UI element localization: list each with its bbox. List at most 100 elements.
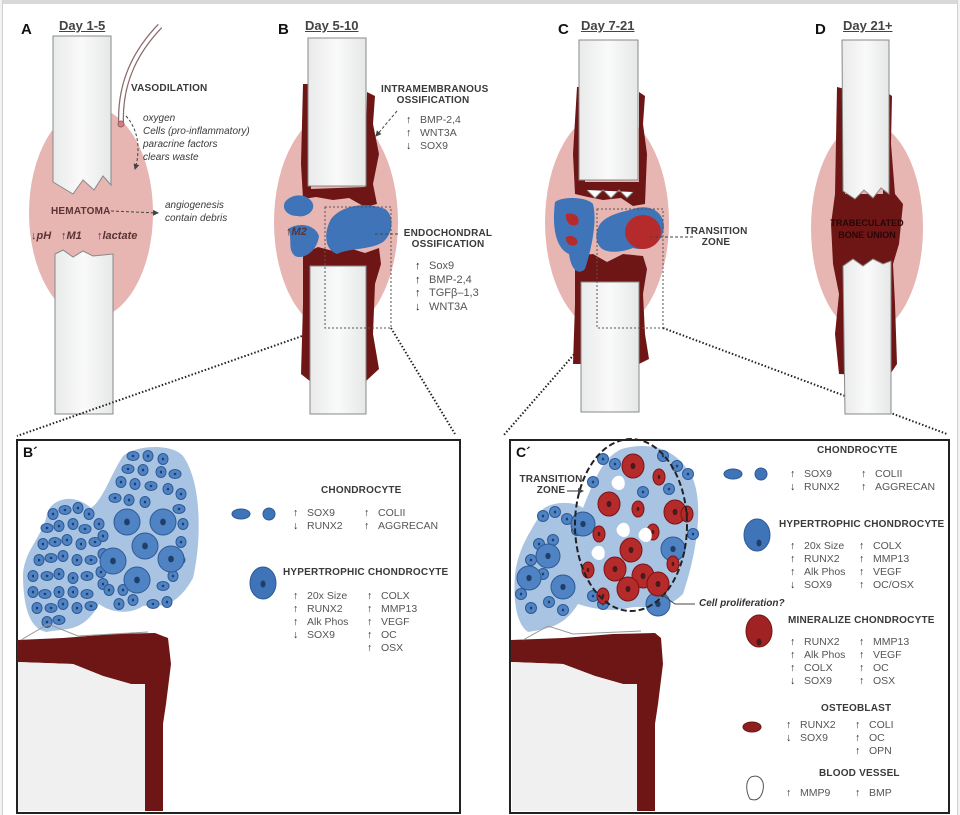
cell-nucleus xyxy=(529,606,533,610)
cell-nucleus xyxy=(146,454,150,458)
cell-nucleus xyxy=(601,593,605,599)
cell-nucleus xyxy=(51,512,55,516)
cartilage-blob-left xyxy=(553,198,595,272)
upper-bone-fragment xyxy=(307,37,367,187)
cell-nucleus xyxy=(541,572,545,576)
cell-nucleus xyxy=(97,522,101,526)
cell-nucleus xyxy=(83,527,87,531)
chondrocyte-markers-right: ↑COLII ↑AGGRECAN xyxy=(861,468,936,493)
cell-nucleus xyxy=(57,618,61,622)
cell-nucleus xyxy=(628,546,634,554)
cell-nucleus xyxy=(31,590,35,594)
trabeculated-union-label: TRABECULATED BONE UNION xyxy=(830,218,904,240)
cell-nucleus xyxy=(519,592,523,596)
hypertrophic-markers-left: ↑20x Size ↑RUNX2 ↑Alk Phos ↓SOX9 xyxy=(790,540,846,591)
cell-nucleus xyxy=(591,480,595,484)
cell-nucleus xyxy=(545,552,551,560)
cell-nucleus xyxy=(117,602,121,606)
woven-bone-section xyxy=(511,633,663,811)
cell-nucleus xyxy=(57,524,61,528)
panel-letter-c-prime: C´ xyxy=(516,444,531,460)
cell-nucleus xyxy=(75,558,79,562)
cell-nucleus xyxy=(651,529,655,535)
cell-nucleus xyxy=(127,498,131,502)
blood-vessel-markers-right: ↑BMP xyxy=(855,787,892,799)
chondrocyte-title: CHONDROCYTE xyxy=(817,445,898,456)
cell-nucleus xyxy=(657,474,661,480)
panel-c-day: Day 7-21 xyxy=(581,18,635,33)
m2-marker: ↑M2 xyxy=(286,226,307,238)
cell-nucleus xyxy=(686,472,690,476)
transition-zone-label: TRANSITION ZONE xyxy=(684,226,748,248)
blood-vessel-space xyxy=(591,545,605,560)
cell-nucleus xyxy=(630,462,636,470)
cartilage-blob-left-lower xyxy=(288,224,319,258)
cell-nucleus xyxy=(75,606,79,610)
cell-nucleus xyxy=(71,522,75,526)
panel-letter-c: C xyxy=(558,21,569,38)
osteoblast-markers-right: ↑COLI ↑OC ↑OPN xyxy=(855,719,894,757)
cell-nucleus xyxy=(553,510,557,514)
cell-nucleus xyxy=(85,592,89,596)
cell-nucleus xyxy=(586,567,590,573)
down-arrow-icon: ↓ xyxy=(31,230,37,242)
vessel-effect: clears waste xyxy=(143,152,199,163)
cell-nucleus xyxy=(161,457,165,461)
hematoma-effect: angiogenesis xyxy=(165,200,224,211)
cell-nucleus xyxy=(168,555,174,563)
blood-vessel-icon xyxy=(746,775,764,801)
vessel-effect: oxygen xyxy=(143,113,176,124)
hematoma-effect: contain debris xyxy=(165,213,228,224)
vessel-effect: paracrine factors xyxy=(143,139,218,150)
intramembranous-title: INTRAMEMBRANOUS OSSIFICATION xyxy=(381,84,489,106)
mineralize-markers-right: ↑MMP13 ↑VEGF ↑OC ↑OSX xyxy=(859,636,910,687)
panel-d xyxy=(811,39,923,415)
cell-nucleus xyxy=(57,590,61,594)
cell-proliferation-pointer xyxy=(660,593,695,605)
cell-nucleus xyxy=(173,472,177,476)
chondrocyte-markers-left: ↑SOX9 ↓RUNX2 xyxy=(293,507,343,532)
cell-nucleus xyxy=(661,454,665,458)
cell-nucleus xyxy=(37,558,41,562)
mineralize-title: MINERALIZE CHONDROCYTE xyxy=(788,615,935,626)
hematoma-arrow xyxy=(110,209,159,216)
chondrocyte-markers-left: ↑SOX9 ↓RUNX2 xyxy=(790,468,840,493)
upper-bone-fragment xyxy=(841,39,890,200)
panel-b-day: Day 5-10 xyxy=(305,18,359,33)
cell-nucleus xyxy=(133,482,137,486)
cell-nucleus xyxy=(101,582,105,586)
cell-nucleus xyxy=(580,520,586,528)
cell-nucleus xyxy=(625,585,631,593)
fracture-healing-diagram xyxy=(16,23,950,814)
cell-nucleus xyxy=(165,600,169,604)
cell-nucleus xyxy=(177,507,181,511)
cell-nucleus xyxy=(89,558,93,562)
cell-nucleus xyxy=(107,588,111,592)
cell-nucleus xyxy=(166,487,170,491)
cell-nucleus xyxy=(61,602,65,606)
cell-nucleus xyxy=(101,534,105,538)
vessel-effect: Cells (pro-inflammatory) xyxy=(143,126,250,137)
hematoma-marker-m1: ↑M1 xyxy=(61,230,82,242)
endochondral-markers: ↑Sox9 ↑BMP-2,4 ↑TGFβ–1,3 ↓WNT3A xyxy=(415,260,479,313)
hematoma-marker-ph: ↓pH xyxy=(31,230,52,242)
mineralized-region xyxy=(625,215,661,249)
transition-zone-outline xyxy=(574,438,688,612)
cell-nucleus xyxy=(181,522,185,526)
mineralize-markers-left: ↑RUNX2 ↑Alk Phos ↑COLX ↓SOX9 xyxy=(790,636,846,687)
cell-nucleus xyxy=(143,500,147,504)
blood-vessel-title: BLOOD VESSEL xyxy=(819,768,900,779)
panel-letter-d: D xyxy=(815,21,826,38)
cell-nucleus xyxy=(529,558,533,562)
cell-nucleus xyxy=(161,584,165,588)
cell-nucleus xyxy=(110,557,116,565)
cell-nucleus xyxy=(636,506,640,512)
cell-nucleus xyxy=(57,572,61,576)
blood-vessel-space xyxy=(638,527,652,542)
zoom-box-c xyxy=(596,208,664,329)
cell-nucleus xyxy=(171,574,175,578)
hypertrophic-markers-right: ↑COLX ↑MMP13 ↑VEGF ↑OC ↑OSX xyxy=(367,590,418,654)
blood-vessel-space xyxy=(616,522,630,537)
cell-nucleus xyxy=(87,512,91,516)
cell-nucleus xyxy=(131,454,135,458)
